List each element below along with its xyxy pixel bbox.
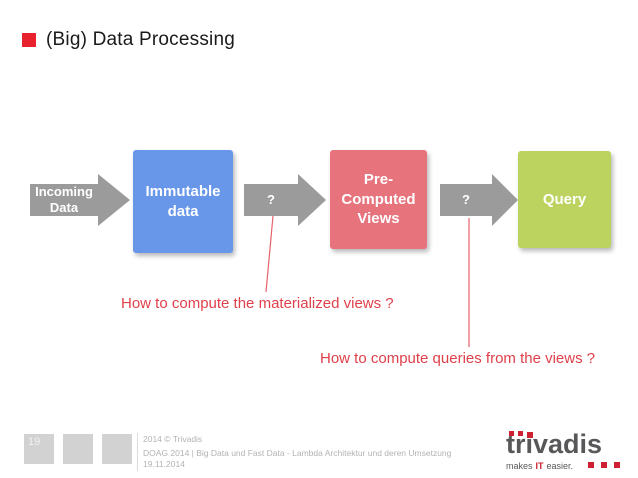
flow-arrow-question-1: ?: [244, 174, 326, 226]
slide-title: (Big) Data Processing: [46, 29, 235, 50]
footer-copyright: 2014 © Trivadis: [143, 434, 203, 444]
box-pre-computed-views-label: Pre-Computed Views: [341, 171, 416, 228]
arrow-head-icon: [298, 174, 326, 226]
page-number: 19: [28, 436, 41, 448]
flow-arrow-question-2: ?: [440, 174, 518, 226]
box-pre-computed-views: Pre-Computed Views: [330, 150, 427, 249]
footer-page-square: 19: [24, 434, 54, 464]
box-query: Query: [518, 151, 611, 248]
slide-title-row: (Big) Data Processing: [22, 29, 235, 51]
footer-presentation-title: DOAG 2014 | Big Data und Fast Data - Lam…: [143, 448, 452, 458]
footer-date: 19.11.2014: [143, 459, 185, 469]
logo-tagline: makes IT easier.: [506, 461, 628, 471]
incoming-data-label: Incoming Data: [35, 184, 93, 215]
title-bullet-icon: [22, 33, 36, 47]
trivadis-wordmark: trivadis: [506, 431, 628, 458]
arrow-body: ?: [440, 184, 492, 216]
flow-arrow-incoming-data: Incoming Data: [30, 174, 130, 226]
logo-red-dot-icon: [509, 431, 514, 436]
arrow-body: ?: [244, 184, 298, 216]
box-query-label: Query: [542, 190, 587, 208]
logo-red-dot-icon: [527, 432, 533, 438]
question-mark-1-label: ?: [267, 192, 275, 208]
arrow-body: Incoming Data: [30, 184, 98, 216]
footer-square: [102, 434, 132, 464]
box-immutable-data: Immutable data: [133, 150, 233, 253]
annotation-queries: How to compute queries from the views ?: [320, 350, 596, 367]
connector-line-materialized-views: [265, 215, 274, 293]
tagline-makes: makes: [506, 461, 533, 471]
arrow-head-icon: [98, 174, 130, 226]
annotation-materialized-views: How to compute the materialized views ?: [121, 295, 394, 312]
box-immutable-data-label: Immutable data: [145, 183, 221, 220]
footer-square: [63, 434, 93, 464]
footer-divider: [137, 433, 138, 471]
tagline-easier: easier.: [546, 461, 574, 471]
trivadis-logo: trivadis makes IT easier.: [506, 431, 628, 473]
logo-red-dot-icon: [518, 431, 523, 436]
logo-dots-icon: [588, 462, 620, 468]
question-mark-2-label: ?: [462, 192, 470, 208]
tagline-it: IT: [535, 461, 544, 471]
arrow-head-icon: [492, 174, 518, 226]
